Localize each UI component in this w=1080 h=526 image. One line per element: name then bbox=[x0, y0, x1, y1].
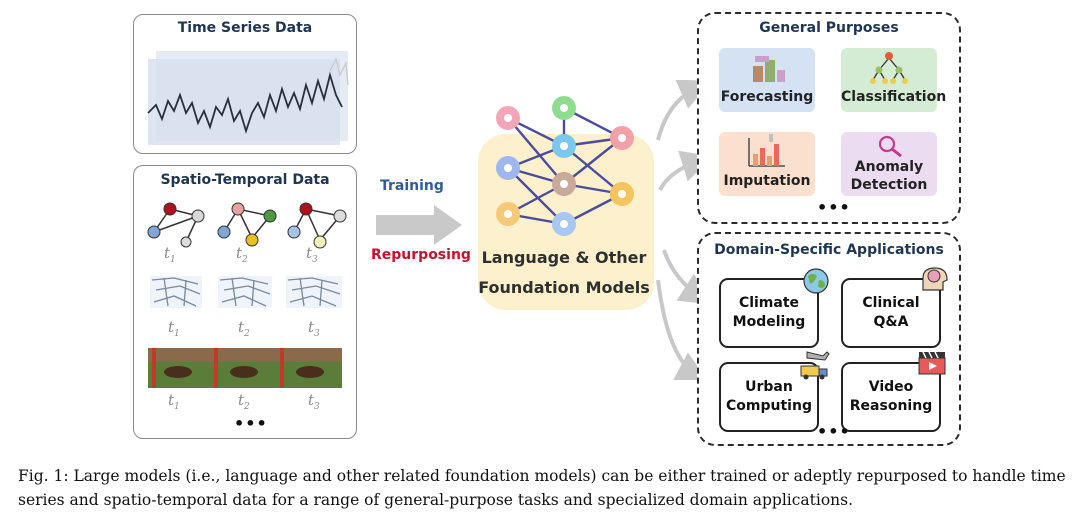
graph-t2 bbox=[217, 202, 277, 247]
anomaly-magnifier-icon bbox=[878, 135, 902, 158]
app-video-reasoning: Video Reasoning bbox=[841, 351, 946, 432]
road-network-t3 bbox=[286, 276, 342, 308]
brain-head-icon bbox=[922, 267, 948, 291]
globe-icon bbox=[803, 268, 829, 294]
app-label: Climate Modeling bbox=[732, 295, 806, 330]
model-label-line1: Language & Other bbox=[481, 248, 647, 267]
time-label-t2: t2 bbox=[236, 244, 248, 265]
time-label-t1: t1 bbox=[164, 244, 176, 265]
neural-network-graphic bbox=[478, 96, 654, 310]
road-network-t1 bbox=[150, 276, 202, 308]
task-label: Classification bbox=[841, 89, 947, 105]
time-label-t1: t1 bbox=[168, 391, 180, 412]
spatio-temporal-title: Spatio-Temporal Data bbox=[160, 172, 330, 188]
training-label: Training bbox=[380, 178, 444, 194]
time-label-t2: t2 bbox=[238, 318, 250, 339]
app-urban-computing: Urban Computing bbox=[719, 351, 830, 432]
time-label-t2: t2 bbox=[238, 391, 250, 412]
classification-tree-icon bbox=[870, 52, 908, 84]
domain-applications-title: Domain-Specific Applications bbox=[714, 242, 944, 258]
time-series-plot bbox=[147, 51, 349, 145]
app-clinical-qa: Clinical Q&A bbox=[841, 267, 948, 348]
spatio-temporal-ellipsis: ••• bbox=[234, 414, 268, 433]
general-purposes-ellipsis: ••• bbox=[817, 198, 851, 217]
time-series-title: Time Series Data bbox=[177, 20, 313, 36]
model-label-line2: Foundation Models bbox=[478, 278, 650, 297]
process-arrow bbox=[376, 205, 462, 245]
time-label-t3: t3 bbox=[308, 391, 320, 412]
time-series-shadow-line bbox=[329, 57, 349, 86]
figure-caption: Fig. 1: Large models (i.e., language and… bbox=[18, 467, 1066, 509]
domain-applications-panel: Domain-Specific Applications Climate Mod… bbox=[697, 232, 961, 446]
task-label: Forecasting bbox=[720, 89, 814, 105]
task-label: Imputation bbox=[723, 173, 811, 189]
task-classification: Classification bbox=[841, 48, 947, 112]
app-label: Urban Computing bbox=[726, 379, 812, 414]
time-label-t1: t1 bbox=[168, 318, 180, 339]
general-purposes-title: General Purposes bbox=[759, 20, 899, 36]
graph-t3 bbox=[287, 202, 347, 249]
time-series-line bbox=[147, 71, 343, 134]
spatio-temporal-panel: Spatio-Temporal Data bbox=[133, 165, 357, 439]
time-label-t3: t3 bbox=[308, 318, 320, 339]
general-purposes-panel: General Purposes Forecasting Classificat… bbox=[697, 12, 961, 224]
forecasting-icon bbox=[753, 56, 785, 82]
task-anomaly-detection: Anomaly Detection bbox=[841, 132, 937, 196]
task-forecasting: Forecasting bbox=[719, 48, 815, 112]
plane-truck-icon bbox=[800, 351, 830, 380]
domain-applications-ellipsis: ••• bbox=[817, 422, 851, 441]
app-label: Video Reasoning bbox=[849, 379, 933, 414]
repurposing-label: Repurposing bbox=[371, 247, 471, 263]
app-climate-modeling: Climate Modeling bbox=[719, 268, 829, 348]
clapperboard-icon bbox=[918, 351, 946, 375]
video-frame-strip bbox=[148, 348, 342, 388]
task-imputation: Imputation bbox=[719, 132, 815, 196]
app-label: Clinical Q&A bbox=[862, 295, 920, 330]
imputation-bars-icon bbox=[748, 134, 785, 167]
task-label: Anomaly Detection bbox=[850, 159, 928, 193]
time-series-panel: Time Series Data bbox=[133, 14, 357, 154]
time-label-t3: t3 bbox=[306, 244, 318, 265]
graph-snapshots bbox=[147, 202, 347, 388]
graph-t1 bbox=[147, 202, 205, 248]
model-label: Language & Other Foundation Models bbox=[478, 243, 650, 303]
road-network-t2 bbox=[218, 276, 272, 308]
